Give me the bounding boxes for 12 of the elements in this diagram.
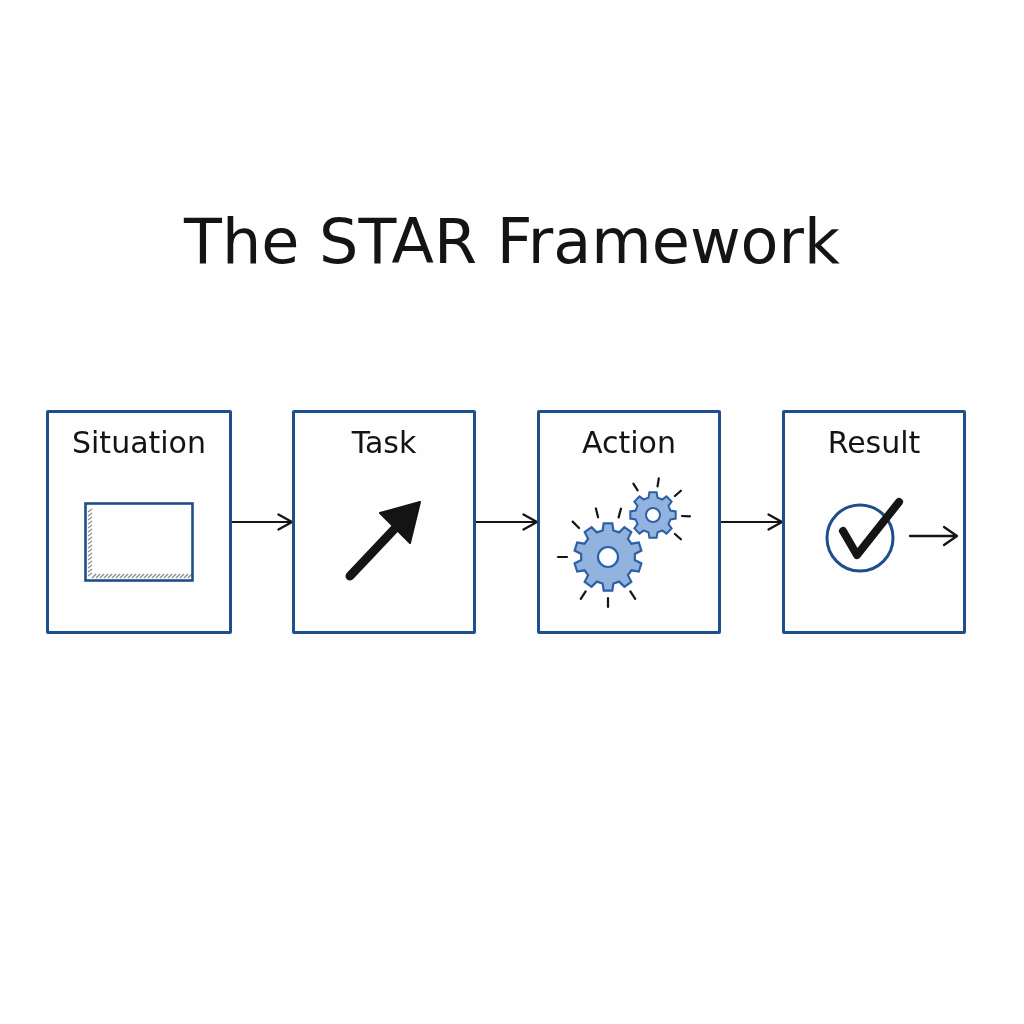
stage-label: Action [582,425,676,461]
stage-box [537,410,721,634]
arrow [230,513,294,531]
stage-box [782,410,966,634]
stage-label: Result [827,425,921,461]
stage-label: Task [351,425,417,461]
diagram-title: The STAR Framework [184,205,840,280]
stage-box [292,410,476,634]
arrow [719,513,784,531]
arrow [474,513,539,531]
stage-box [46,410,232,634]
stage-label: Situation [72,425,206,461]
